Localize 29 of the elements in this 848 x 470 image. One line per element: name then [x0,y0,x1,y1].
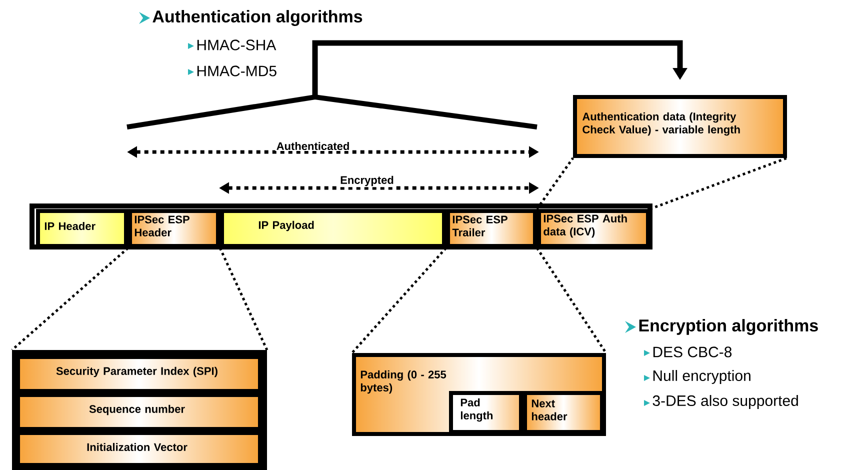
bracket [126,94,538,130]
field-box: IP Payload [220,209,446,248]
list-item: Null encryption [653,370,750,384]
field-box: IPSec ESP Trailer [446,209,537,248]
field-box: IP Header [36,209,128,248]
list-item: HMAC-SHA [197,40,276,50]
field-box: Pad length [449,391,523,434]
list-item: HMAC-MD5 [197,66,276,76]
heading: Encryption algorithms [639,319,818,335]
dotted-line [536,157,574,210]
dotted-line [650,156,788,210]
field-box: IPSec ESP Header [128,209,220,248]
field-box: Sequence number [16,393,262,431]
field-box: Initialization Vector [16,431,262,467]
field-box: Authentication data (Integrity Check Value) - variable length [573,95,787,158]
span-label: Encrypted [339,174,395,188]
arrow [312,40,688,97]
field-box: Security Parameter Index (SPI) [16,355,262,393]
group-frame [12,350,267,470]
span-label: Authenticated [275,140,351,152]
heading: Authentication algorithms [152,10,362,26]
dotted-line [536,247,608,354]
dotted-line [351,247,447,354]
dotted-line [11,247,129,351]
field-box: Next header [523,391,604,434]
field-box: IPSec ESP Auth data (ICV) [537,209,650,248]
list-item: 3-DES also supported [652,395,798,409]
dotted-line [218,247,268,351]
list-item: DES CBC-8 [653,346,732,358]
